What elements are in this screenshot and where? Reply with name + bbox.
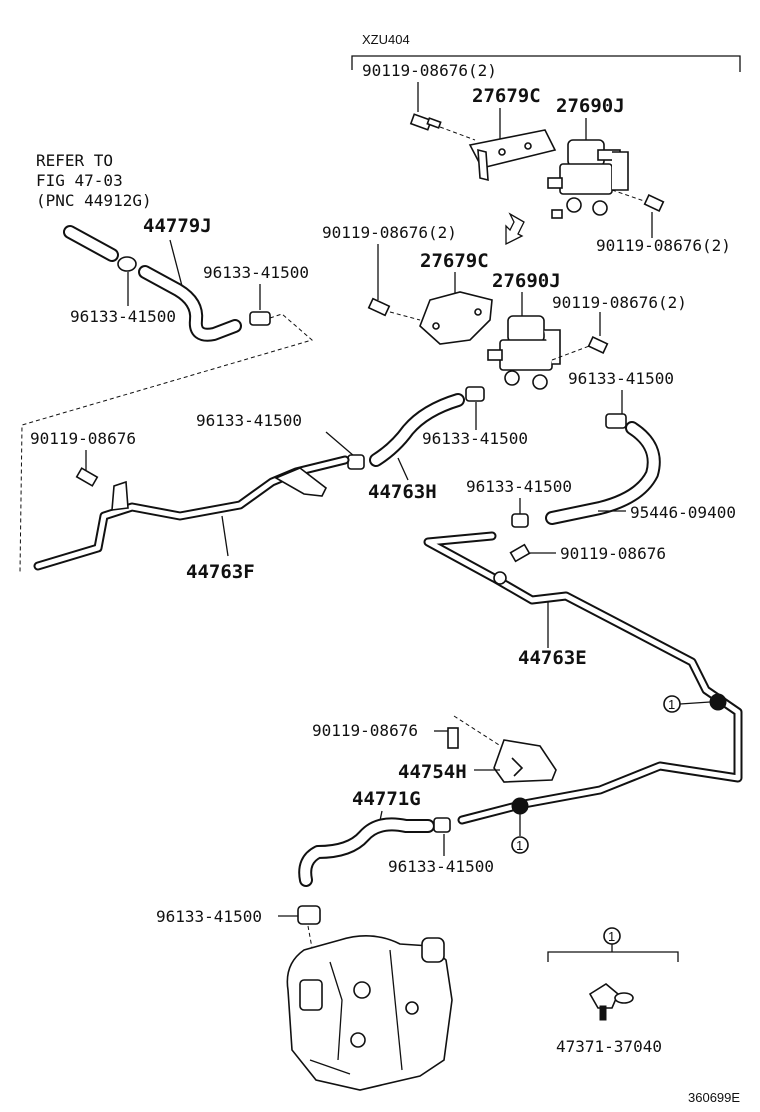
hose-clamp-icon [605,413,627,429]
pipe-mount-grommet [493,571,507,585]
callout-bolt-top-right: 90119-08676(2) [596,236,731,255]
callout-clamp-d: 96133-41500 [422,429,528,448]
callout-bolt-mid-left: 90119-08676(2) [322,223,457,242]
callout-valve-mid: 27690J [492,270,561,292]
injection-pump [286,925,453,1091]
callout-bracket-44754h: 44754H [398,761,467,783]
bolt-icon [447,727,459,749]
callout-clip-part: 47371-37040 [556,1037,662,1056]
callout-clamp-h: 96133-41500 [156,907,262,926]
bracket-27679c-mid [419,291,493,345]
hose-clamp-icon [297,905,321,925]
callout-pipe-44763f: 44763F [186,561,255,583]
ref-marker-1-text: 1 [668,697,675,712]
refer-line-3: (PNC 44912G) [36,191,152,210]
vsv-valve-top [547,139,629,219]
bolt-icon [75,467,99,487]
model-code: XZU404 [362,32,410,47]
callout-valve-top: 27690J [556,95,625,117]
callout-clamp-b: 96133-41500 [203,263,309,282]
callout-bracket-mid: 27679C [420,250,489,272]
bolt-icon [367,297,391,317]
callout-pipe-44763e: 44763E [518,647,587,669]
vsv-valve-mid [487,315,561,390]
hose-clamp-icon [511,513,529,528]
callout-clamp-f: 96133-41500 [466,477,572,496]
ref-marker-3-text: 1 [608,929,615,944]
pipe-bracket [274,467,328,497]
callout-clamp-a: 96133-41500 [70,307,176,326]
hose-clamp-icon [117,256,137,272]
callout-clamp-g: 96133-41500 [388,857,494,876]
hose-clamp-icon [249,311,271,326]
pipe-clip-icon [588,983,634,1021]
callout-clamp-e: 96133-41500 [568,369,674,388]
ref-marker-2 [511,836,529,854]
callout-bracket-top: 27679C [472,85,541,107]
callout-bolt-e: 90119-08676 [560,544,666,563]
variant-bracket-line [351,55,741,72]
callout-bolt-mid-right: 90119-08676(2) [552,293,687,312]
callout-clamp-c: 96133-41500 [196,411,302,430]
bolt-icon [587,336,609,354]
pipe-44763e [423,531,743,825]
dashed-routing-line [19,313,314,573]
clip-marker-icon [511,797,529,815]
refer-line-2: FIG 47-03 [36,171,123,190]
clip-marker-icon [709,693,727,711]
hose-clamp-icon [433,817,451,833]
callout-hose-44779j: 44779J [143,215,212,237]
callout-hose-44763h: 44763H [368,481,437,503]
hose-clamp-icon [347,454,365,470]
hose-clamp-icon [465,386,485,402]
bracket-44754h [493,739,557,783]
refer-line-1: REFER TO [36,151,113,170]
arrow-down-icon [505,212,525,246]
detail-bracket-line [547,951,679,962]
pipe-bracket [111,480,129,511]
callout-bolt-left: 90119-08676 [30,429,136,448]
ref-marker-2-text: 1 [516,838,523,853]
bolt-icon [409,113,442,131]
bolt-icon [509,543,531,563]
image-code: 360699E [688,1090,740,1105]
callout-hose-95446: 95446-09400 [630,503,736,522]
callout-bolt-top-left: 90119-08676(2) [362,61,497,80]
callout-bolt-bracket: 90119-08676 [312,721,418,740]
bracket-27679c-top [468,129,557,182]
bolt-icon [643,194,665,212]
callout-hose-44771g: 44771G [352,788,421,810]
